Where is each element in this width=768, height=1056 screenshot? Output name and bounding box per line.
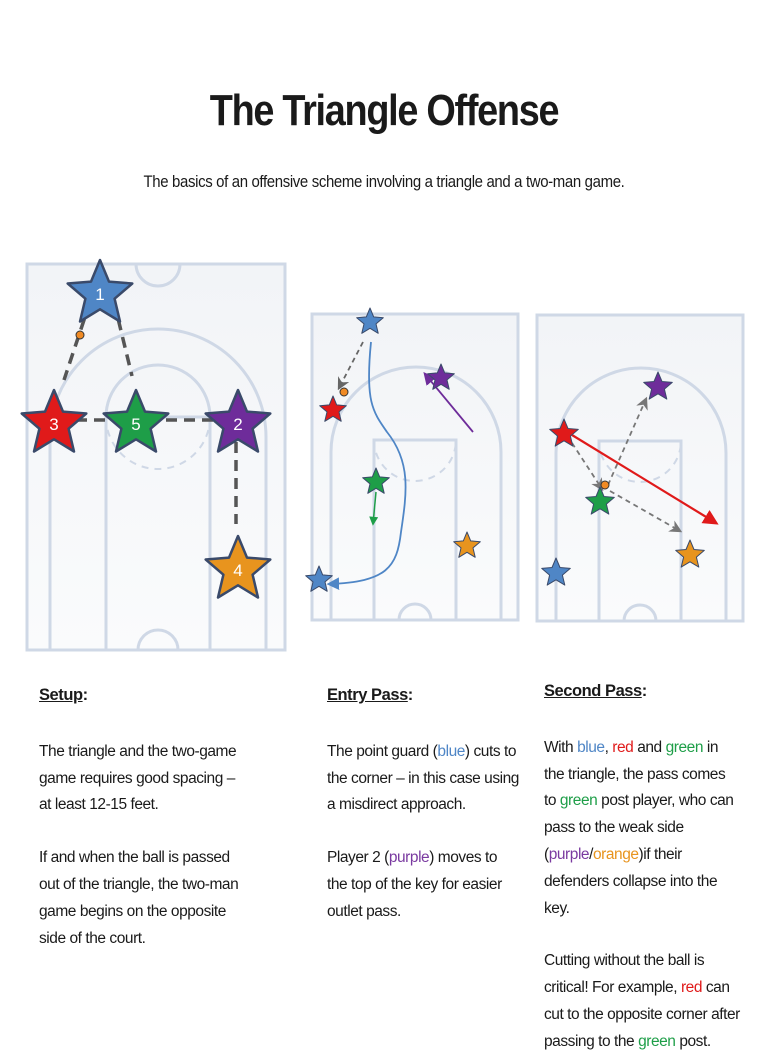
second-pass-paragraph-1: With blue, red and green in the triangle… (544, 738, 734, 917)
entry-player-blue-corner (305, 565, 333, 592)
second-pass-paragraph-2: Cutting without the ball is critical! Fo… (544, 952, 740, 1050)
pass-and-cut-paths (326, 341, 474, 590)
entry-player-orange (453, 531, 481, 558)
entry-pass-paragraph-2: Player 2 (purple) moves to the top of th… (327, 849, 502, 920)
ball (339, 387, 349, 397)
second-star-blue-icon (541, 557, 571, 586)
second-pass-column: Second Pass: With blue, red and green in… (544, 678, 740, 1056)
court-lines (310, 312, 520, 622)
setup-player-3: 3 (20, 388, 88, 453)
pass-and-cut-paths (571, 396, 719, 533)
entry-pass-diagram (305, 307, 520, 622)
court-lines (25, 262, 287, 652)
court-lines (535, 313, 745, 623)
entry-player-blue (356, 307, 384, 334)
second-player-blue (541, 557, 571, 586)
setup-star-5-icon (102, 388, 170, 453)
ball (75, 330, 85, 340)
entry-player-red (319, 395, 347, 422)
second-player-orange (675, 539, 705, 568)
entry-star-purple-icon (427, 363, 455, 390)
setup-star-1-icon (66, 258, 134, 323)
entry-star-green-icon (362, 467, 390, 494)
second-star-orange-icon (675, 539, 705, 568)
second-pass-heading: Second Pass: (544, 682, 647, 700)
entry-star-orange-icon (453, 531, 481, 558)
setup-star-4-icon (204, 534, 272, 599)
second-star-red-icon (549, 418, 579, 447)
setup-player-2-label: 2 (233, 415, 242, 434)
second-player-red (549, 418, 579, 447)
entry-player-purple (427, 363, 455, 390)
entry-pass-heading: Entry Pass: (327, 686, 413, 704)
entry-pass-paragraph-1: The point guard (blue) cuts to the corne… (327, 742, 519, 814)
ball (600, 480, 610, 490)
setup-paragraph-2: If and when the ball is passed out of th… (39, 849, 239, 947)
entry-star-blue-corner-icon (305, 565, 333, 592)
setup-player-5-label: 5 (131, 415, 140, 434)
second-pass-diagram (535, 313, 745, 623)
page-title: The Triangle Offense (209, 86, 560, 135)
entry-pass-column: Entry Pass: The point guard (blue) cuts … (327, 682, 519, 926)
entry-star-red-icon (319, 395, 347, 422)
setup-player-4-label: 4 (233, 561, 242, 580)
setup-player-5: 5 (102, 388, 170, 453)
setup-column: Setup: The triangle and the two-game gam… (39, 682, 239, 952)
second-player-purple (643, 371, 673, 400)
entry-player-green (362, 467, 390, 494)
setup-player-1-label: 1 (95, 285, 104, 304)
setup-star-2-icon (204, 388, 272, 453)
second-player-green (585, 486, 615, 515)
setup-diagram: 1 2 3 4 5 (20, 258, 287, 652)
page-subtitle: The basics of an offensive scheme involv… (143, 172, 625, 191)
second-star-green-icon (585, 486, 615, 515)
entry-star-blue-icon (356, 307, 384, 334)
setup-star-3-icon (20, 388, 88, 453)
setup-player-2: 2 (204, 388, 272, 453)
setup-heading: Setup: (39, 686, 88, 704)
second-star-purple-icon (643, 371, 673, 400)
setup-player-1: 1 (66, 258, 134, 323)
setup-player-4: 4 (204, 534, 272, 599)
setup-paragraph-1: The triangle and the two-game game requi… (39, 742, 237, 814)
setup-player-3-label: 3 (49, 415, 58, 434)
